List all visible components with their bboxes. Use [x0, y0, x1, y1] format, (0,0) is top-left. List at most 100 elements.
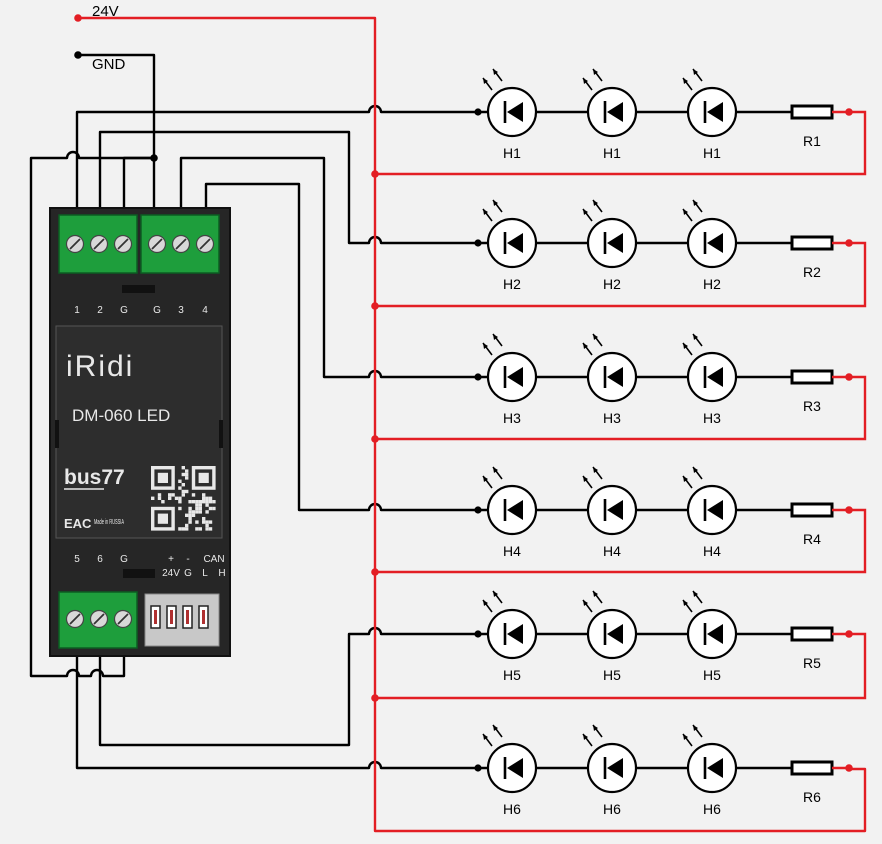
led: H2	[682, 199, 738, 292]
light-arrow-head	[493, 69, 498, 75]
gnd-wire	[78, 53, 156, 158]
top-terminal-labels: 1 2 G G 3 4	[74, 305, 208, 316]
led: H3	[682, 333, 738, 426]
wire-ch5	[75, 648, 478, 770]
led-label: H5	[503, 667, 521, 683]
qr-module	[205, 527, 209, 531]
v24-bus	[78, 16, 867, 833]
ground-rail	[29, 150, 154, 678]
qr-module	[208, 500, 213, 504]
qr-module	[198, 506, 202, 511]
wire-g-left	[122, 156, 154, 210]
qr-module	[178, 500, 182, 504]
screw-slot	[117, 238, 129, 250]
led: H6	[682, 724, 738, 817]
bottom-terminal-g: G	[120, 554, 128, 565]
led: H5	[582, 590, 638, 683]
qr-module	[178, 506, 182, 511]
positive-return-wire	[375, 632, 867, 700]
side-clip-right	[219, 420, 223, 448]
led-triangle	[507, 500, 523, 520]
light-arrow-head	[483, 78, 488, 84]
led-label: H3	[603, 410, 621, 426]
resistor-junction	[845, 764, 853, 772]
gnd-terminal[interactable]	[74, 51, 82, 59]
bottom-screws	[65, 609, 133, 629]
qr-module	[195, 527, 199, 531]
led-triangle	[507, 367, 523, 387]
led: H5	[682, 590, 738, 683]
led: H2	[582, 199, 638, 292]
led: H1	[582, 68, 638, 161]
light-arrow-head	[583, 734, 588, 740]
model-name: DM-060 LED	[72, 406, 170, 425]
qr-finder-core	[157, 513, 168, 524]
power-terminal-minus: -	[186, 554, 189, 565]
screw-slot	[199, 238, 211, 250]
led-triangle	[707, 758, 723, 778]
row-junction	[474, 239, 482, 247]
resistor	[790, 235, 834, 251]
can-terminal-l: L	[202, 568, 208, 579]
light-arrow-head	[593, 200, 598, 206]
qr-module	[195, 506, 199, 511]
light-arrow-head	[583, 209, 588, 215]
qr-module	[181, 489, 185, 494]
qr-module	[151, 496, 155, 500]
light-arrow-head	[583, 476, 588, 482]
qr-module	[188, 500, 192, 504]
light-arrow-head	[683, 734, 688, 740]
resistor	[790, 502, 834, 518]
led-label: H4	[703, 543, 721, 559]
led-label: H4	[503, 543, 521, 559]
pin-contact	[186, 610, 189, 624]
qr-module	[188, 510, 192, 514]
bottom-terminal-labels: 5 6 G + - CAN 24V G L H	[74, 554, 225, 579]
qr-module	[195, 520, 199, 524]
qr-module	[202, 520, 206, 524]
qr-module	[198, 500, 202, 504]
light-arrow-head	[583, 343, 588, 349]
resistor-label: R5	[803, 655, 821, 671]
light-arrow-head	[683, 476, 688, 482]
led: H6	[482, 724, 538, 817]
positive-junction	[371, 435, 379, 443]
side-clip-left	[55, 420, 59, 448]
qr-module	[191, 513, 196, 517]
led-label: H4	[603, 543, 621, 559]
eac-mark: EAC	[64, 516, 92, 531]
dimmer-module[interactable]: 1 2 G G 3 4 iRidi DM-060 LED bus77 EAC M…	[49, 207, 231, 657]
brand-logo: iRidi	[66, 350, 134, 383]
bottom-indicator	[123, 569, 155, 578]
qr-module	[208, 520, 213, 524]
qr-module	[191, 493, 196, 497]
row-junction	[474, 630, 482, 638]
led-label: H3	[503, 410, 521, 426]
qr-module	[181, 527, 185, 531]
qr-module	[195, 500, 199, 504]
light-arrow-head	[693, 725, 698, 731]
wire-ch3	[179, 156, 478, 379]
light-arrow-head	[583, 78, 588, 84]
qr-module	[212, 506, 216, 511]
qr-module	[191, 500, 196, 504]
light-arrow-head	[693, 334, 698, 340]
led-triangle	[707, 624, 723, 644]
qr-module	[188, 506, 192, 511]
top-terminal-2: 2	[97, 305, 103, 316]
qr-module	[174, 496, 179, 500]
qr-module	[181, 493, 185, 497]
led: H3	[482, 333, 538, 426]
led-label: H6	[503, 801, 521, 817]
led-triangle	[707, 233, 723, 253]
top-terminal-4: 4	[202, 305, 208, 316]
top-terminal-3: 3	[178, 305, 184, 316]
positive-junction	[371, 694, 379, 702]
qr-module	[198, 503, 202, 507]
v24-terminal[interactable]	[74, 14, 82, 22]
resistor	[790, 104, 834, 120]
led-triangle	[607, 102, 623, 122]
wire-ch2	[98, 130, 478, 245]
